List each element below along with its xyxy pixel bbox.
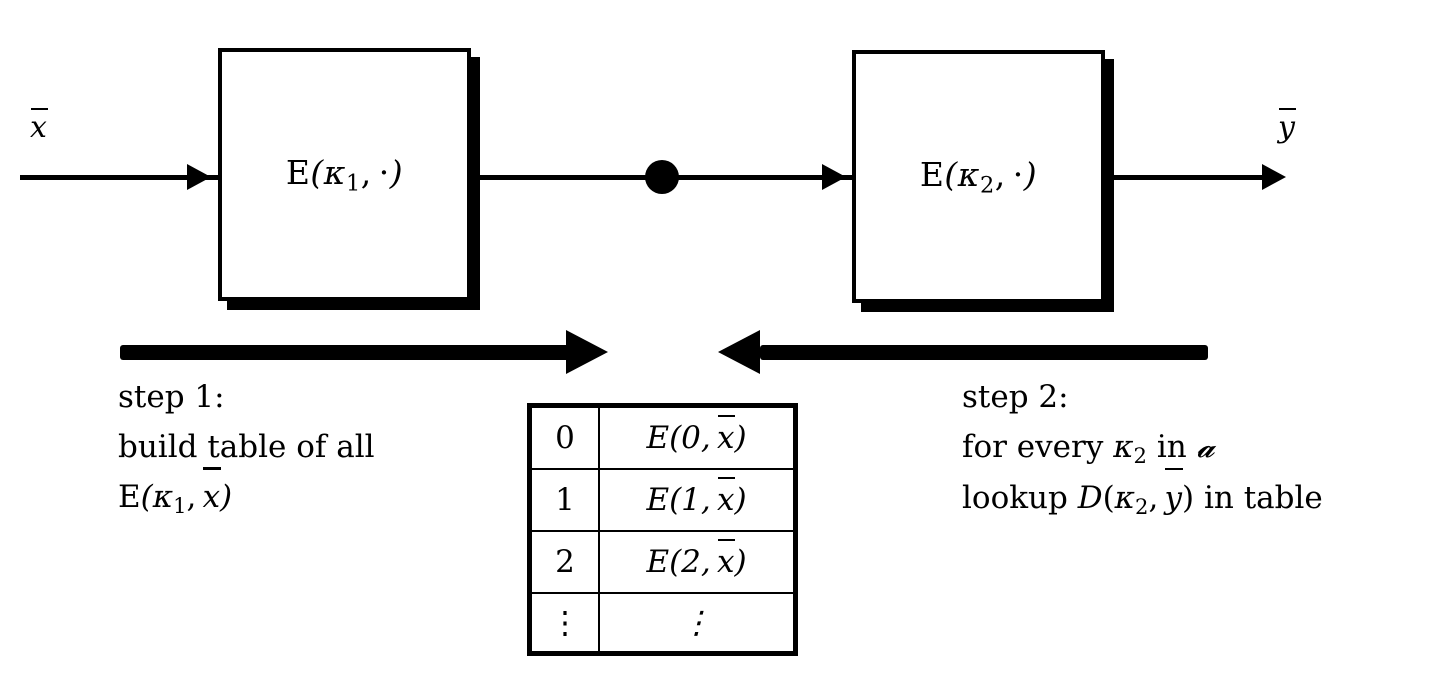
table-row[interactable]: 2 E(2, x) [532, 530, 793, 594]
intermediate-arrowhead-icon [822, 164, 846, 190]
step-2-arrowhead-icon [718, 330, 760, 374]
step-1-arrowhead-icon [566, 330, 608, 374]
encryption-block-2-label: E(κ2, ·) [919, 154, 1038, 199]
output-wire [1105, 175, 1270, 180]
lookup-table[interactable]: 0 E(0, x) 1 E(1, x) 2 E(2, x) ⋮ ⋮ [527, 403, 798, 656]
table-cell-key-ellipsis: ⋮ [532, 592, 600, 654]
step-2-heading: step 2: [962, 379, 1069, 415]
table-cell-key: 1 [532, 468, 600, 532]
output-arrowhead-icon [1262, 164, 1286, 190]
table-row[interactable]: 1 E(1, x) [532, 468, 793, 532]
step-1-line-2: build table of all [118, 429, 375, 466]
step-2-line-3: lookup D(κ2, y) in table [962, 467, 1323, 524]
encryption-block-1-label: E(κ1, ·) [285, 152, 404, 197]
lookup-table-grid: 0 E(0, x) 1 E(1, x) 2 E(2, x) ⋮ ⋮ [532, 408, 793, 654]
lookup-table-body: 0 E(0, x) 1 E(1, x) 2 E(2, x) ⋮ ⋮ [532, 408, 793, 654]
table-cell-value: E(2, x) [598, 530, 793, 594]
table-cell-value: E(0, x) [598, 408, 793, 470]
step-2-arrow-shaft [760, 345, 1208, 360]
table-cell-value-ellipsis: ⋮ [598, 592, 793, 654]
step-2-description: step 2: for every κ2 in 𝓪 lookup D(κ2, y… [962, 372, 1323, 524]
table-cell-key: 2 [532, 530, 600, 594]
step-1-line-3: E(κ1, x) [118, 467, 375, 523]
encryption-block-2[interactable]: E(κ2, ·) [852, 50, 1105, 303]
step-2-line-2: for every κ2 in 𝓪 [962, 429, 1215, 469]
table-row[interactable]: 0 E(0, x) [532, 408, 793, 470]
step-1-heading: step 1: [118, 379, 225, 415]
table-cell-key: 0 [532, 408, 600, 470]
output-signal-label: y [1278, 107, 1296, 145]
input-wire [20, 175, 225, 180]
step-1-arrow-shaft [120, 345, 570, 360]
table-row[interactable]: ⋮ ⋮ [532, 592, 793, 654]
input-signal-label: x [30, 107, 48, 145]
step-1-description: step 1: build table of all E(κ1, x) [118, 372, 375, 523]
encryption-block-1[interactable]: E(κ1, ·) [218, 48, 471, 301]
junction-dot-icon [645, 160, 679, 194]
table-cell-value: E(1, x) [598, 468, 793, 532]
input-arrowhead-icon [187, 164, 211, 190]
